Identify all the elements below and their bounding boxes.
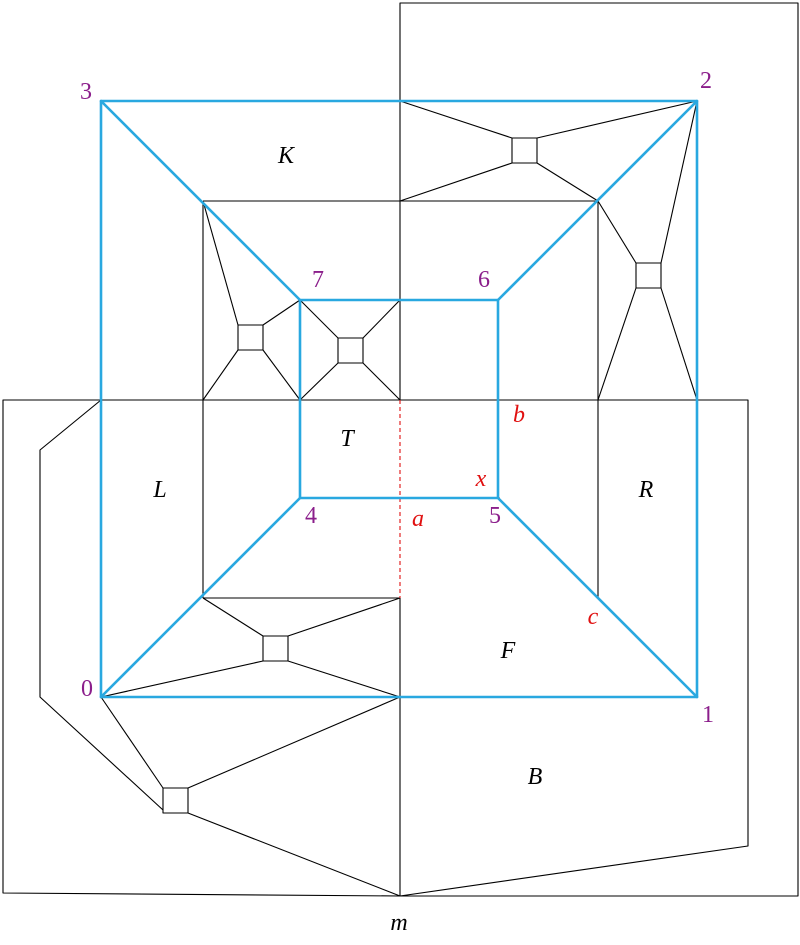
red-label-c: c (588, 604, 599, 630)
vertex-label-0: 0 (81, 676, 93, 702)
vertex-label-5: 5 (489, 503, 501, 529)
vertex-label-7: 7 (312, 267, 324, 293)
face-labels: K T L R F B m (152, 143, 653, 936)
blue-diagonal-5-1 (496, 496, 699, 699)
face-label-b: B (528, 764, 543, 790)
gadget-lower-left (100, 696, 401, 897)
vertex-label-2: 2 (700, 68, 712, 94)
gadget-top (399, 100, 698, 202)
vertex-label-3: 3 (80, 79, 92, 105)
blue-diagonal-4-0 (99, 496, 302, 699)
face-label-m: m (390, 910, 407, 936)
face-label-t: T (340, 426, 355, 452)
gadget-lower-left-square (162, 787, 189, 814)
gadget-right-square (635, 262, 662, 289)
vertex-label-6: 6 (478, 267, 490, 293)
face-label-l: L (152, 477, 166, 503)
blue-diagonal-2-6 (496, 99, 699, 302)
gadget-center-square (337, 337, 364, 364)
highlight-path (99, 99, 699, 699)
bottom-right-boundary (399, 399, 749, 897)
vertex-labels: 0 1 2 3 4 5 6 7 (80, 68, 714, 728)
gadget-right (597, 100, 698, 401)
vertex-label-4: 4 (305, 503, 317, 529)
gadget-left-inner (202, 200, 301, 401)
gadget-center (299, 299, 401, 401)
red-label-a: a (412, 506, 424, 532)
vertex-label-1: 1 (702, 702, 714, 728)
face-label-k: K (277, 143, 296, 169)
red-label-b: b (513, 402, 525, 428)
red-label-x: x (475, 466, 487, 492)
inner-left-boundary (39, 399, 164, 811)
face-label-f: F (500, 638, 516, 664)
gadget-top-square (511, 137, 538, 164)
left-outer-boundary (2, 399, 401, 897)
gadget-left-inner-square (237, 324, 264, 351)
gadget-bottom (100, 597, 401, 698)
right-outer-boundary (399, 2, 799, 897)
red-labels: a b c x (412, 402, 599, 630)
gadget-bottom-square (262, 635, 289, 662)
blue-diagonal-3-7 (99, 99, 302, 302)
face-label-r: R (638, 477, 654, 503)
